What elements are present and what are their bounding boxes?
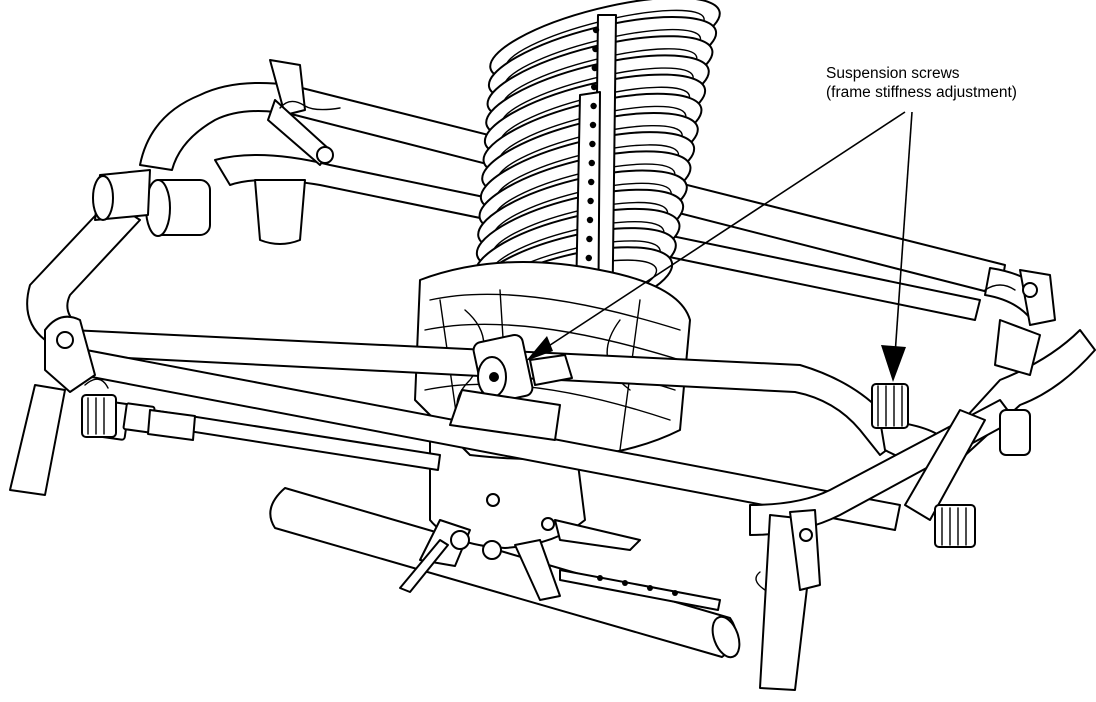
strip-hole xyxy=(588,159,595,167)
front-handlebar xyxy=(26,169,1096,536)
arrowhead-left xyxy=(526,336,553,361)
right-front-upright xyxy=(755,509,821,691)
arrowhead-right xyxy=(881,345,906,382)
strip-hole xyxy=(586,235,593,243)
strip-hole xyxy=(592,45,599,53)
left-front-bracket xyxy=(9,315,109,496)
strip-hole xyxy=(590,102,597,110)
callout-title: Suspension screws xyxy=(826,65,960,82)
callout-arrows xyxy=(526,111,913,382)
callout-label: Suspension screws (frame stiffness adjus… xyxy=(826,64,1017,102)
right-clamp xyxy=(984,269,1056,376)
strip-hole xyxy=(589,140,596,148)
suspension-screw-left xyxy=(449,333,573,441)
strip-hole xyxy=(587,197,594,205)
foot-bar xyxy=(269,487,741,659)
callout-subtitle: (frame stiffness adjustment) xyxy=(826,84,1017,101)
strip-hole xyxy=(586,216,594,224)
strip-hole xyxy=(589,121,597,129)
strip-hole xyxy=(588,178,595,186)
left-clamp xyxy=(267,59,341,166)
central-hub xyxy=(399,439,721,611)
strip-hole xyxy=(591,64,598,72)
strip-hole xyxy=(591,83,598,91)
strip-hole xyxy=(592,26,600,34)
suspension-screw-right xyxy=(81,383,976,548)
strip-hole xyxy=(585,254,592,262)
pedal-holes xyxy=(597,575,678,596)
